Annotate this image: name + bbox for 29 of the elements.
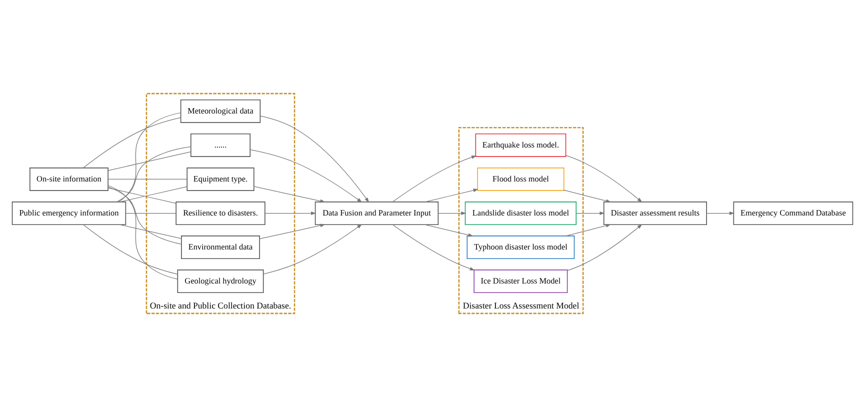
connector bbox=[116, 146, 192, 202]
connector bbox=[108, 178, 188, 180]
arrow bbox=[259, 224, 326, 240]
connector bbox=[108, 152, 192, 171]
arrow bbox=[250, 149, 362, 202]
arrow bbox=[424, 188, 478, 202]
arrow bbox=[424, 224, 474, 237]
arrow bbox=[564, 190, 612, 203]
connector bbox=[120, 186, 188, 202]
arrow bbox=[566, 155, 642, 202]
connector bbox=[118, 112, 181, 202]
arrow bbox=[567, 224, 642, 271]
arrow bbox=[260, 116, 370, 203]
connector bbox=[125, 212, 176, 214]
arrow bbox=[576, 212, 605, 216]
connector bbox=[83, 224, 178, 275]
arrow bbox=[392, 224, 475, 270]
connector bbox=[108, 188, 176, 204]
connector bbox=[120, 224, 182, 239]
arrow bbox=[392, 156, 477, 202]
arrow bbox=[254, 186, 326, 203]
arrow bbox=[566, 224, 611, 236]
arrow bbox=[264, 212, 316, 216]
arrow bbox=[263, 224, 362, 274]
arrow bbox=[438, 212, 466, 216]
connector bbox=[108, 186, 182, 244]
arrow bbox=[706, 212, 734, 216]
connector bbox=[108, 185, 178, 280]
connector bbox=[83, 117, 182, 168]
